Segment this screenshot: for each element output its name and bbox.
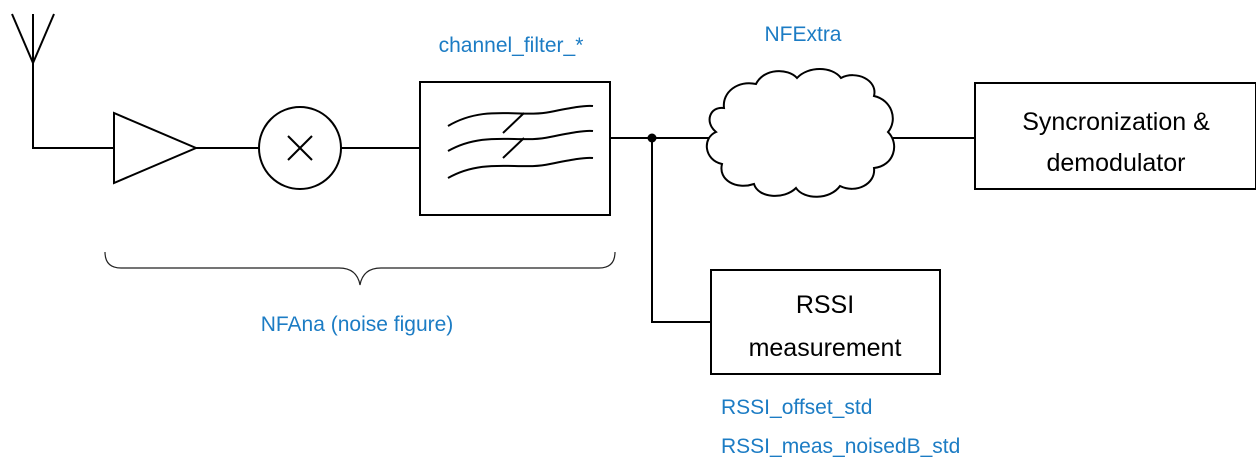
rssi-line1: RSSI xyxy=(796,291,854,319)
channel-filter-label: channel_filter_* xyxy=(439,34,584,57)
antenna-icon xyxy=(11,13,55,148)
signal-path xyxy=(32,137,975,323)
noise-cloud-icon xyxy=(706,68,896,198)
sync-demod-line2: demodulator xyxy=(1047,149,1186,177)
nf-extra-label: NFExtra xyxy=(764,23,841,46)
sync-demod-line1: Syncronization & xyxy=(1022,108,1210,136)
bandpass-filter-icon xyxy=(419,81,611,216)
rssi-measurement-block: RSSI measurement xyxy=(710,269,941,375)
rssi-line2: measurement xyxy=(749,334,902,362)
rssi-meas-noise-label: RSSI_meas_noisedB_std xyxy=(721,435,960,458)
amplifier-triangle-icon xyxy=(113,111,199,185)
sync-demodulator-block: Syncronization & demodulator xyxy=(974,82,1256,190)
junction-dot-icon xyxy=(647,133,657,143)
rssi-offset-label: RSSI_offset_std xyxy=(721,396,872,419)
mixer-circle-x-icon xyxy=(258,106,342,190)
nf-ana-label: NFAna (noise figure) xyxy=(261,313,454,336)
curly-brace-icon xyxy=(104,251,616,286)
